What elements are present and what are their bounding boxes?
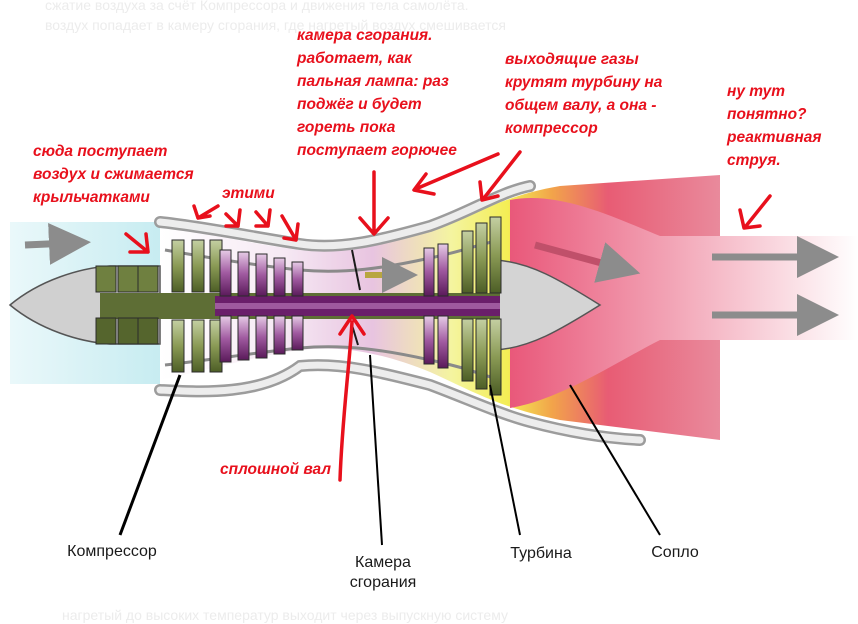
turbine-blade	[475, 222, 488, 294]
red-arrow-intake	[124, 232, 150, 254]
annotation-arrows	[124, 150, 772, 482]
turbine-blade	[437, 243, 449, 297]
high-pressure-compressor-blade	[255, 253, 268, 297]
label-turbine: Турбина	[510, 545, 572, 562]
high-pressure-compressor-blade	[237, 315, 250, 361]
leader-line-combustion	[369, 354, 383, 546]
turbine-blade	[423, 247, 435, 297]
annotation-these: этими	[222, 185, 275, 202]
low-pressure-compressor-blade	[171, 319, 185, 373]
turbine-blade	[475, 318, 488, 390]
label-nozzle: Сопло	[651, 544, 699, 561]
turbine-blade	[423, 315, 435, 365]
label-combustion-chamber: Камера сгорания	[349, 554, 417, 591]
annotation-nozzle: ну тут понятно? реактивная струя.	[727, 83, 822, 169]
red-arrow-these-2	[224, 208, 242, 228]
label-compressor: Компрессор	[67, 543, 157, 560]
intake-flow-arrow	[24, 222, 91, 265]
high-pressure-compressor-blade	[291, 315, 304, 351]
turbine-blade	[489, 318, 502, 396]
high-pressure-compressor-blade	[219, 249, 232, 297]
annotation-intake: сюда поступает воздух и сжимается крыльч…	[33, 143, 194, 206]
fan-blade	[95, 317, 117, 345]
turbine-blade	[461, 230, 474, 294]
red-arrow-shaft	[338, 314, 366, 482]
red-arrow-these-1	[192, 204, 220, 220]
combustor-liner-top	[351, 249, 361, 291]
annotation-turbine: выходящие газы крутят турбину на общем в…	[505, 51, 663, 137]
high-pressure-compressor-blade	[273, 257, 286, 297]
leader-line-nozzle	[569, 384, 661, 536]
annotation-combustion: камера сгорания. работает, как пальная л…	[297, 27, 457, 159]
high-pressure-compressor-blade	[273, 315, 286, 355]
low-pressure-compressor-blade	[171, 239, 185, 293]
high-pressure-compressor-blade	[255, 315, 268, 359]
blades-group	[95, 216, 502, 396]
leader-line-turbine	[489, 384, 521, 536]
red-arrow-these-3	[254, 208, 272, 228]
high-pressure-compressor-blade	[291, 261, 304, 297]
fan-blade	[117, 265, 139, 293]
background-text-top-1: сжатие воздуха за счёт Компрессора и дви…	[45, 0, 469, 13]
fan-blade	[137, 317, 159, 345]
turbine-blade	[437, 315, 449, 369]
red-arrow-turbine-1	[412, 152, 500, 196]
low-pressure-compressor-blade	[191, 319, 205, 373]
red-arrow-nozzle	[738, 194, 772, 230]
fan-blade	[117, 317, 139, 345]
high-pressure-compressor-blade	[219, 315, 232, 363]
leader-line-compressor	[118, 374, 182, 536]
red-arrow-turbine-2	[478, 150, 522, 202]
fan-blade	[95, 265, 117, 293]
annotation-shaft: сплошной вал	[220, 461, 331, 478]
turbine-blade	[461, 318, 474, 382]
high-pressure-compressor-blade	[237, 251, 250, 297]
fan-blade	[137, 265, 159, 293]
tail-cone	[494, 259, 602, 351]
background-text-top-2: воздух попадает в камеру сгорания, где н…	[45, 17, 506, 33]
turbine-flow-arrow	[534, 241, 641, 283]
low-pressure-compressor-blade	[191, 239, 205, 293]
turbine-blade	[489, 216, 502, 294]
red-arrow-combustion	[358, 170, 390, 236]
background-text-bottom: нагретый до высоких температур выходит ч…	[62, 607, 508, 623]
red-arrow-these-4	[280, 214, 300, 242]
